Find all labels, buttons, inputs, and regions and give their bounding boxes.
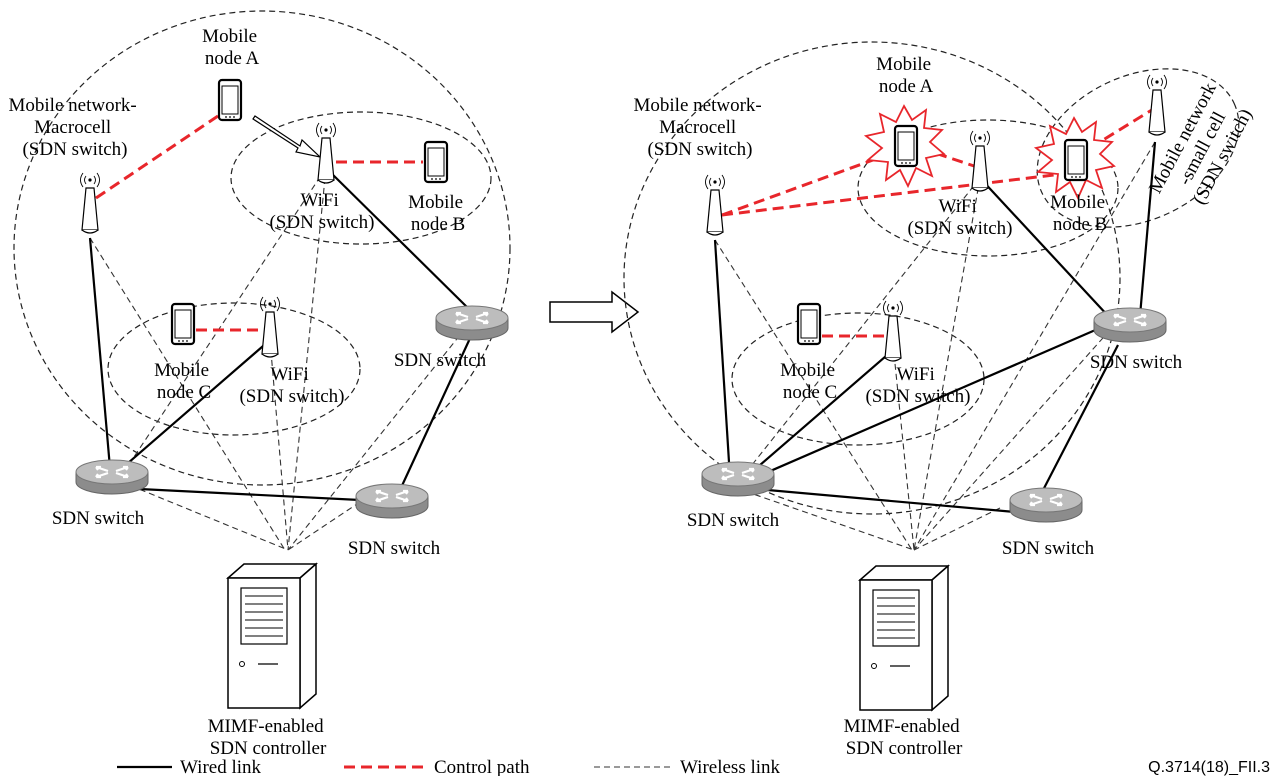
label-sdn-switch-bottom-right: SDN switch — [1002, 538, 1095, 559]
legend-wireless-label: Wireless link — [680, 757, 781, 776]
legend-control-label: Control path — [434, 757, 530, 776]
label-node-c: Mobile node C — [154, 360, 214, 403]
figure-id: Q.3714(18)_FII.3 — [1148, 759, 1270, 776]
label-node-c: Mobile node C — [780, 360, 840, 403]
handover-arrow — [252, 115, 322, 159]
label-macrocell: Mobile network- Macrocell (SDN switch) — [634, 95, 767, 160]
left-diagram: Mobile node A Mobile network- Macrocell … — [9, 10, 511, 759]
label-node-a: Mobile node A — [876, 54, 936, 97]
sdn-switch-router-icon — [1008, 486, 1084, 524]
label-wifi-bottom: WiFi (SDN switch) — [239, 364, 344, 407]
label-sdn-switch-bottom-left: SDN switch — [52, 508, 145, 529]
label-small-cell: Mobile network -small cell (SDN switch) — [1145, 75, 1262, 217]
label-controller: MIMF-enabled SDN controller — [844, 716, 965, 759]
mobile-phone-icon — [796, 302, 822, 346]
macrocell-antenna-icon — [704, 174, 726, 236]
sdn-controller-server-icon — [227, 563, 317, 709]
macrocell-coverage — [623, 41, 1121, 515]
macrocell-coverage — [13, 10, 511, 486]
small-cell-antenna-icon — [1146, 74, 1168, 136]
transition-arrow — [549, 290, 640, 334]
sdn-switch-router-icon — [1092, 306, 1168, 344]
label-node-b: Mobile node B — [1050, 192, 1110, 235]
wifi-antenna-icon — [882, 300, 904, 362]
wired-links — [88, 167, 473, 502]
sdn-switch-router-icon — [434, 304, 510, 342]
label-sdn-switch-right: SDN switch — [1090, 352, 1183, 373]
wifi-antenna-icon — [259, 296, 281, 358]
wifi-coverage-bottom — [107, 302, 361, 436]
label-macrocell: Mobile network- Macrocell (SDN switch) — [9, 95, 142, 160]
wireless-links — [89, 167, 473, 551]
small-cell-coverage — [1036, 68, 1240, 228]
legend: Wired link Control path Wireless link — [117, 757, 781, 776]
right-diagram: Mobile network- Macrocell (SDN switch) M… — [623, 41, 1262, 759]
label-controller: MIMF-enabled SDN controller — [208, 716, 329, 759]
label-sdn-switch-bottom-right: SDN switch — [348, 538, 441, 559]
sdn-switch-router-icon — [700, 460, 776, 498]
label-wifi-top: WiFi (SDN switch) — [907, 196, 1012, 239]
control-paths — [95, 114, 423, 332]
label-node-b: Mobile node B — [408, 192, 468, 235]
wireless-links — [714, 141, 1156, 551]
mobile-phone-icon — [1063, 138, 1089, 182]
mobile-phone-icon — [217, 78, 243, 122]
wifi-coverage-top — [857, 119, 1119, 257]
wired-links — [713, 141, 1157, 514]
sdn-switch-router-icon — [74, 458, 150, 496]
label-wifi-top: WiFi (SDN switch) — [269, 190, 374, 233]
sdn-switch-router-icon — [354, 482, 430, 520]
wifi-antenna-icon — [969, 130, 991, 192]
label-node-a: Mobile node A — [202, 26, 262, 69]
mobile-phone-icon — [170, 302, 196, 346]
wifi-antenna-icon — [315, 122, 337, 184]
label-sdn-switch-right: SDN switch — [394, 350, 487, 371]
mobile-phone-icon — [893, 124, 919, 168]
sdn-controller-server-icon — [859, 565, 949, 711]
wifi-coverage-top — [230, 111, 492, 245]
legend-wired-label: Wired link — [180, 757, 262, 776]
macrocell-antenna-icon — [79, 172, 101, 234]
mobile-phone-icon — [423, 140, 449, 184]
label-wifi-bottom: WiFi (SDN switch) — [865, 364, 970, 407]
label-sdn-switch-bottom-left: SDN switch — [687, 510, 780, 531]
